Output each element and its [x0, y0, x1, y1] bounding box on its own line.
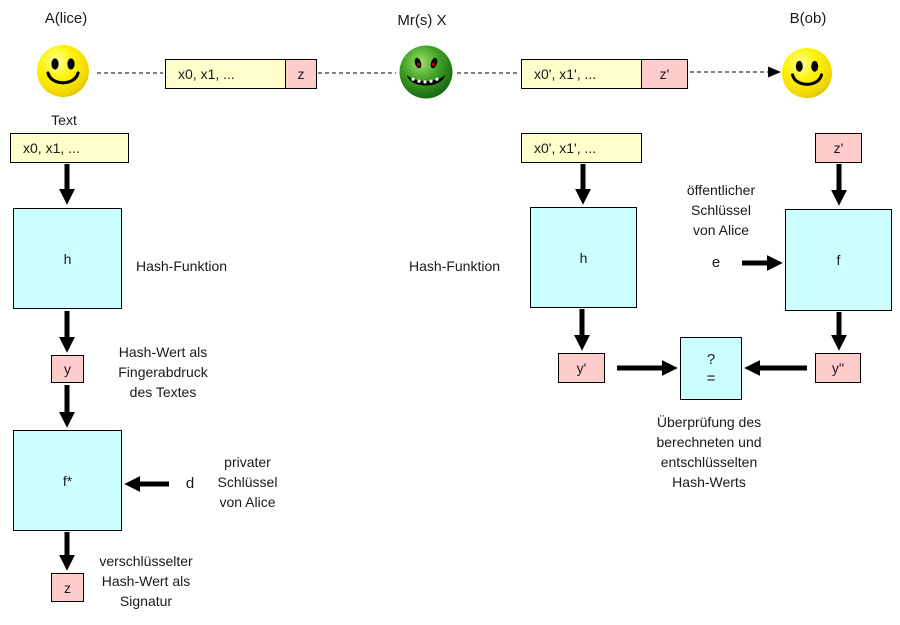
- compare-label: Überprüfung des berechneten und entschlü…: [656, 414, 762, 490]
- public-key-label: öffentlicher Schlüssel von Alice: [686, 182, 756, 238]
- signature-box: z: [51, 573, 84, 602]
- right-hash-value-box: y': [558, 353, 605, 383]
- right-input-box: x0', x1', ...: [521, 133, 642, 163]
- bob-smiley-face: [781, 47, 833, 99]
- mrx-label: Mr(s) X: [397, 12, 447, 29]
- channel-message-right-tag: z': [642, 59, 688, 89]
- decrypted-hash-box: y'': [815, 353, 861, 383]
- left-hash-function-box: h: [13, 208, 122, 309]
- left-hash-function-label: Hash-Funktion: [136, 258, 228, 274]
- compare-box: ? =: [680, 337, 742, 400]
- private-key-symbol: d: [185, 475, 195, 492]
- mrx-evil-face: [398, 44, 454, 100]
- dashed-arrowhead-to-bob: [768, 66, 781, 78]
- right-hash-function-label: Hash-Funktion: [409, 258, 501, 274]
- left-input-box: x0, x1, ...: [10, 133, 129, 163]
- channel-message-right: x0', x1', ... z': [521, 59, 688, 89]
- decrypt-function-box: f: [785, 209, 892, 311]
- signature-label: verschlüsselter Hash-Wert als Signatur: [99, 553, 193, 609]
- channel-message-left-text: x0, x1, ...: [165, 59, 286, 89]
- bob-label: B(ob): [789, 10, 827, 27]
- right-hash-function-box: h: [530, 207, 637, 308]
- received-signature-box: z': [815, 133, 862, 163]
- channel-message-left-tag: z: [286, 59, 317, 89]
- public-key-symbol: e: [711, 254, 721, 271]
- channel-message-left: x0, x1, ... z: [165, 59, 317, 89]
- channel-message-right-text: x0', x1', ...: [521, 59, 642, 89]
- left-hash-value-label: Hash-Wert als Fingerabdruck des Textes: [118, 344, 208, 400]
- left-hash-value-box: y: [51, 355, 84, 383]
- private-key-label: privater Schlüssel von Alice: [217, 454, 278, 510]
- alice-label: A(lice): [44, 10, 88, 27]
- alice-smiley-face: [36, 44, 90, 98]
- sign-function-box: f*: [13, 430, 122, 531]
- text-label: Text: [51, 112, 77, 128]
